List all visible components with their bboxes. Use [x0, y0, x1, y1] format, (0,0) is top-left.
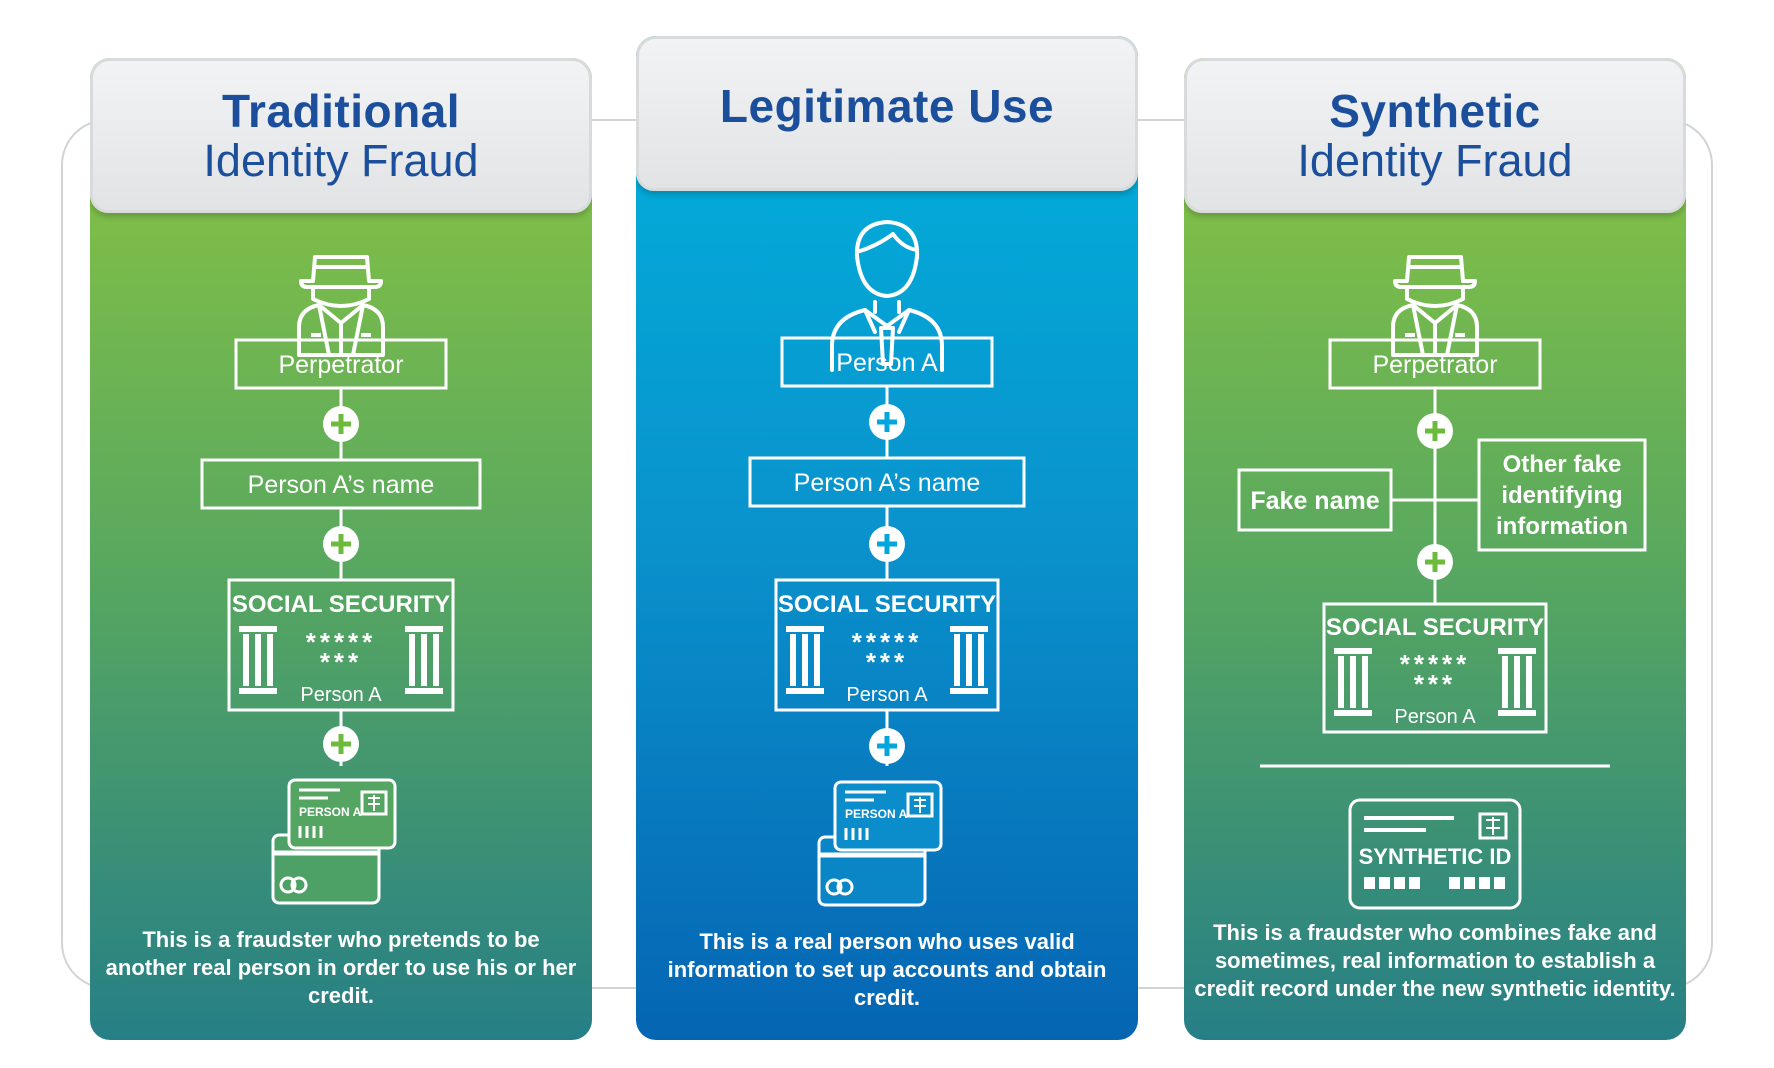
ss-person-label: Person A: [300, 684, 382, 706]
plus-icon: [869, 404, 905, 440]
pillar-icon: [239, 626, 277, 694]
ss-person-label: Person A: [846, 684, 928, 706]
plus-icon: [1417, 413, 1453, 449]
person-label: Person A: [836, 349, 938, 377]
ss-number-mask: ***: [866, 647, 908, 677]
pillar-icon: [950, 626, 988, 694]
ss-title: SOCIAL SECURITY: [232, 591, 450, 618]
name-box: Person A’s name: [200, 458, 482, 510]
legitimate-flow: Person A Person A’s name SOCIAL SECURITY: [748, 220, 1026, 907]
synthetic-subtitle: Identity Fraud: [1297, 135, 1573, 186]
social-security-card: SOCIAL SECURITY ***** *** Person A: [227, 578, 455, 712]
plus-icon: [869, 728, 905, 764]
fake-name-label: Fake name: [1250, 487, 1379, 515]
social-security-card: SOCIAL SECURITY ***** *** Person A: [1322, 602, 1548, 734]
other-info-line: identifying: [1501, 482, 1622, 509]
traditional-flow: Perpetrator Person A’s name SOCIAL SECUR…: [200, 255, 482, 905]
id-number-blocks: [1364, 877, 1505, 889]
pillar-icon: [405, 626, 443, 694]
other-info-box: Other fake identifying information: [1477, 438, 1647, 552]
person-a-box: Person A: [780, 336, 994, 388]
pillar-icon: [1498, 648, 1536, 716]
fake-name-box: Fake name: [1237, 468, 1393, 532]
traditional-fraud-header: Traditional Identity Fraud: [90, 58, 592, 213]
plus-icon: [323, 726, 359, 762]
plus-icon: [323, 406, 359, 442]
plus-icon: [869, 526, 905, 562]
pillar-icon: [786, 626, 824, 694]
plus-icon: [323, 526, 359, 562]
plus-icon: [1417, 544, 1453, 580]
ss-number-mask: *****: [852, 627, 923, 657]
name-box: Person A’s name: [748, 456, 1026, 508]
name-label: Person A’s name: [794, 469, 981, 497]
other-info-line: information: [1496, 513, 1628, 540]
synthetic-id-label: SYNTHETIC ID: [1359, 844, 1512, 869]
ss-title: SOCIAL SECURITY: [1326, 614, 1544, 641]
synthetic-fraud-panel: Synthetic Identity Fraud Perpetrator Fak…: [1184, 58, 1686, 1040]
synthetic-id-card: SYNTHETIC ID: [1348, 798, 1522, 910]
person-icon: [830, 220, 944, 372]
ss-number-mask: *****: [306, 627, 377, 657]
card-label: PERSON A: [845, 807, 908, 821]
synthetic-fraud-header: Synthetic Identity Fraud: [1184, 58, 1686, 213]
perpetrator-label: Perpetrator: [1372, 351, 1497, 379]
legitimate-title: Legitimate Use: [719, 80, 1055, 132]
card-label: PERSON A: [299, 805, 362, 819]
ss-number-mask: ***: [1414, 669, 1456, 699]
traditional-title: Traditional: [221, 85, 461, 137]
credit-cards-icon: PERSON A: [271, 778, 397, 905]
traditional-subtitle: Identity Fraud: [203, 135, 479, 186]
ss-number-mask: ***: [320, 647, 362, 677]
other-info-line: Other fake: [1503, 451, 1622, 478]
synthetic-description: This is a fraudster who combines fake an…: [1194, 920, 1676, 1001]
credit-cards-icon: PERSON A: [817, 780, 943, 907]
traditional-description: This is a fraudster who pretends to be a…: [105, 927, 577, 1008]
legitimate-description: This is a real person who uses valid inf…: [667, 929, 1107, 1010]
name-label: Person A’s name: [248, 471, 435, 499]
legitimate-use-panel: Legitimate Use Person A Person A’s name: [636, 36, 1138, 1040]
social-security-card: SOCIAL SECURITY ***** *** Person A: [774, 578, 1000, 712]
synthetic-flow: Perpetrator Fake name Other fake identif…: [1237, 255, 1647, 910]
synthetic-title: Synthetic: [1329, 85, 1541, 137]
ss-person-label: Person A: [1394, 706, 1476, 728]
perpetrator-label: Perpetrator: [278, 351, 403, 379]
legitimate-use-header: Legitimate Use: [636, 36, 1138, 191]
traditional-fraud-panel: Traditional Identity Fraud Perpetrator P…: [90, 58, 592, 1040]
pillar-icon: [1334, 648, 1372, 716]
ss-title: SOCIAL SECURITY: [778, 591, 996, 618]
ss-number-mask: *****: [1400, 649, 1471, 679]
